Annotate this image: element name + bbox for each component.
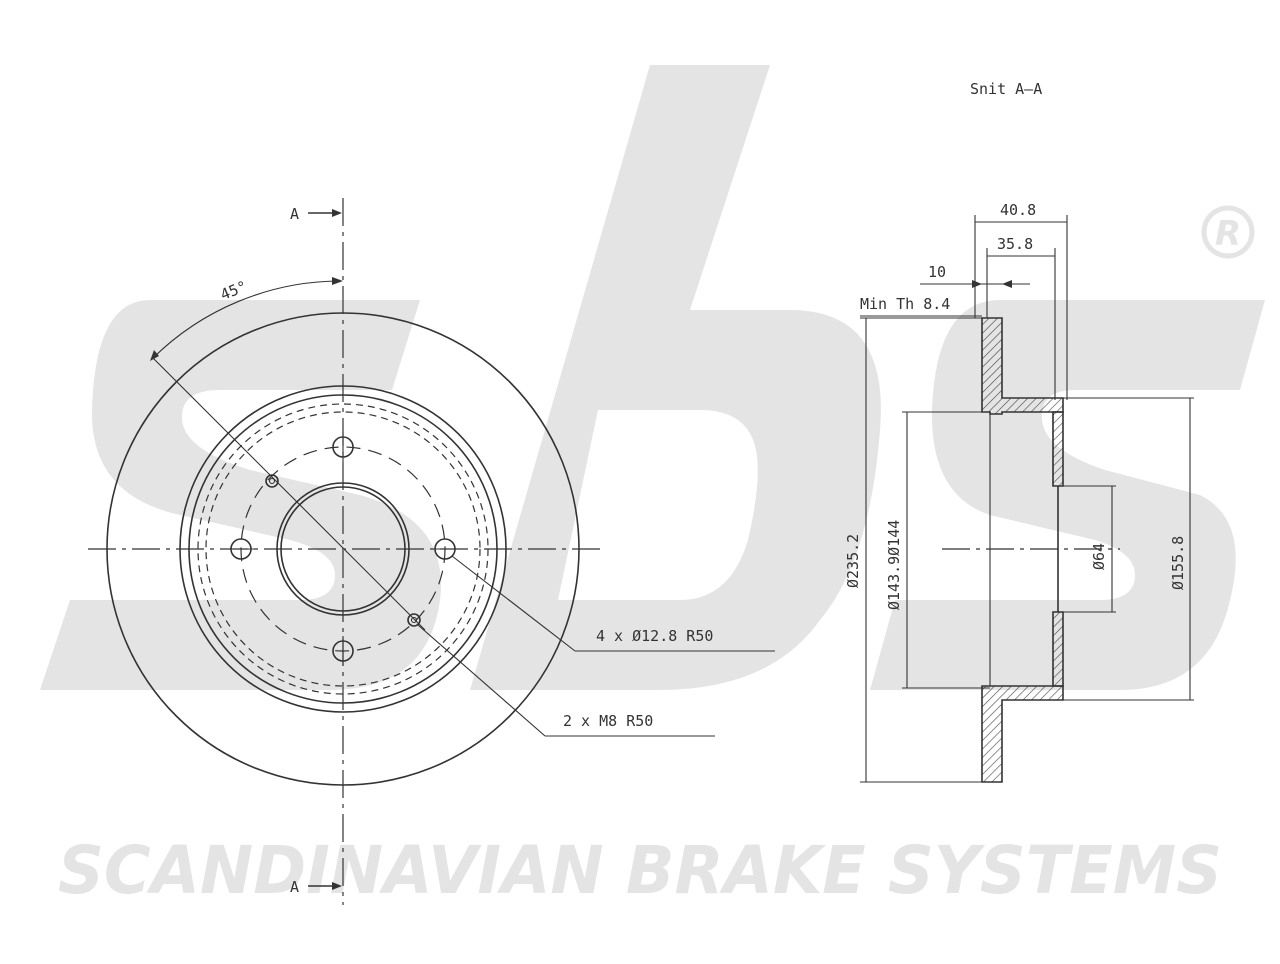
registered-mark-letter: R: [1215, 214, 1241, 254]
logo-letter-b: [470, 65, 881, 690]
section-title: Snit A–A: [970, 80, 1042, 98]
threaded-hole-lower: [407, 613, 421, 627]
disc-profile-lower: [981, 685, 1064, 783]
section-arrow-top: [332, 209, 342, 217]
angle-arrow-end: [332, 277, 343, 285]
front-view: 45° A A 4 x Ø12.8 R50 2 x M8 R50: [88, 198, 775, 905]
threaded-hole-upper: [265, 474, 279, 488]
bolt-hole-top: [332, 432, 354, 462]
section-marker-bottom: A: [290, 878, 299, 896]
dim-hub-diameter: Ø155.8: [1169, 536, 1187, 590]
dim-outer-diameter: Ø235.2: [844, 534, 862, 588]
hub-wall-lower: [1052, 611, 1064, 687]
hat-dashed-ring-inner: [205, 411, 481, 687]
angle-arc: [152, 280, 339, 359]
angle-label: 45°: [218, 277, 250, 304]
bolt-hole-left: [226, 538, 256, 560]
hub-wall-upper: [1052, 411, 1064, 487]
dim-hat-height: 35.8: [997, 235, 1033, 253]
angle-arrow-start: [150, 350, 159, 361]
section-view: Snit A–A 40.8 35.8 10 Min Th 8.4 Ø235.2: [844, 80, 1194, 783]
section-marker-top: A: [290, 205, 299, 223]
registered-mark-circle: [1201, 205, 1255, 259]
thickness-arrow-left: [972, 280, 982, 288]
bolt-hole-right: [430, 538, 460, 560]
sbs-logo-watermark: R: [40, 65, 1265, 690]
threaded-hole-callout: 2 x M8 R50: [563, 712, 653, 730]
dim-thickness: 10: [928, 263, 946, 281]
bolt-hole-callout: 4 x Ø12.8 R50: [596, 627, 713, 645]
company-name-watermark: SCANDINAVIAN BRAKE SYSTEMS: [58, 832, 1222, 909]
diagonal-center-line: [151, 356, 426, 631]
threaded-hole-leader: [417, 624, 546, 737]
dim-center-bore: Ø64: [1090, 543, 1108, 570]
dim-hat-diameters: Ø143.9Ø144: [885, 520, 903, 610]
thickness-arrow-right: [1002, 280, 1012, 288]
logo-letter-s2: [870, 300, 1265, 690]
logo-letter-s1: [40, 300, 441, 690]
section-arrow-bottom: [332, 882, 342, 890]
bolt-hole-leader: [451, 555, 576, 652]
dim-min-thickness: Min Th 8.4: [860, 295, 950, 313]
dim-overall-height: 40.8: [1000, 201, 1036, 219]
bolt-hole-bottom: [332, 636, 354, 666]
